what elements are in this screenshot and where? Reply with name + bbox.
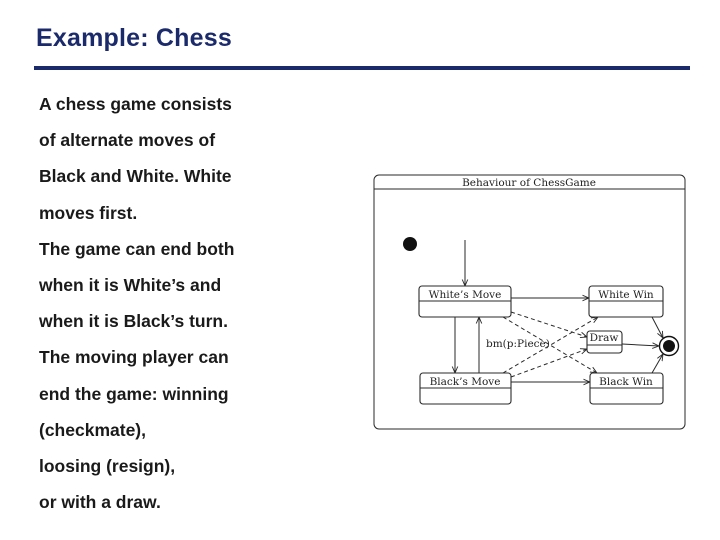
body-line: when it is White’s and bbox=[39, 274, 222, 295]
edge-white-to-blackwin bbox=[502, 316, 597, 373]
body-text: A chess game consists of alternate moves… bbox=[39, 90, 234, 524]
edge-whitewin-to-final bbox=[651, 316, 663, 338]
frame-title: Behaviour of ChessGame bbox=[462, 177, 596, 189]
final-state-dot bbox=[663, 340, 675, 352]
title-rule bbox=[34, 66, 690, 70]
state-draw bbox=[586, 330, 623, 354]
state-label-black-move: Black’s Move bbox=[430, 376, 501, 388]
state-label-white-move: White’s Move bbox=[429, 289, 502, 301]
initial-state-dot bbox=[403, 237, 417, 251]
body-line: when it is Black’s turn. bbox=[39, 311, 228, 332]
edge-black-to-whitewin bbox=[502, 317, 598, 374]
body-line: The game can end both bbox=[39, 238, 235, 259]
body-line: loosing (resign), bbox=[39, 455, 176, 476]
state-label-draw: Draw bbox=[590, 332, 619, 344]
state-label-white-win: White Win bbox=[598, 289, 654, 301]
edge-black-to-draw bbox=[510, 349, 587, 378]
body-line: of alternate moves of bbox=[39, 130, 216, 151]
body-line: The moving player can bbox=[39, 347, 229, 368]
body-line: Black and White. White bbox=[39, 166, 232, 187]
state-label-black-win: Black Win bbox=[599, 376, 653, 388]
state-machine-diagram: Behaviour of ChessGame White’s Move Blac… bbox=[373, 174, 686, 430]
edge-draw-to-final bbox=[621, 344, 659, 346]
edge-blackwin-to-final bbox=[651, 354, 663, 374]
body-line: end the game: winning bbox=[39, 383, 229, 404]
slide-title: Example: Chess bbox=[36, 24, 232, 52]
body-line: or with a draw. bbox=[39, 492, 161, 513]
diagram-svg: Behaviour of ChessGame White’s Move Blac… bbox=[373, 174, 686, 430]
body-line: (checkmate), bbox=[39, 419, 146, 440]
body-line: moves first. bbox=[39, 202, 138, 223]
body-line: A chess game consists bbox=[39, 94, 232, 114]
diagram-frame bbox=[373, 174, 686, 430]
edge-white-to-draw bbox=[510, 311, 587, 337]
transition-label: bm(p:Piece) bbox=[486, 338, 550, 350]
